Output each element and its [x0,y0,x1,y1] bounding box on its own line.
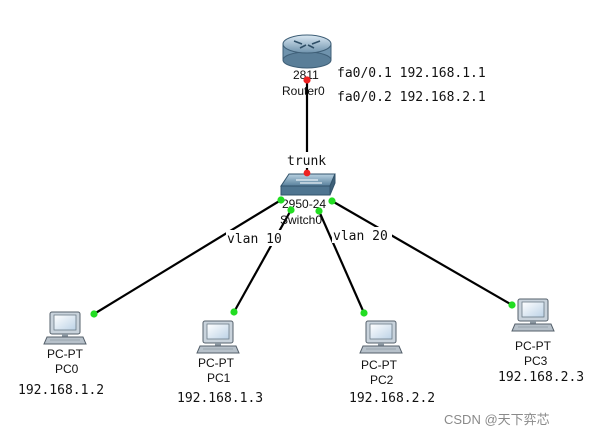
pc1-ip-label: 192.168.1.3 [177,391,263,406]
trunk-label: trunk [287,154,326,169]
router-subinterface-2-label: fa0/0.2 192.168.2.1 [337,90,486,105]
pc1-computer-icon[interactable] [196,320,240,354]
vlan-20-label: vlan 20 [333,229,388,244]
switch-port-pc3-status-dot [328,197,336,205]
router-name-label: Router0 [282,84,325,98]
pc3-computer-icon[interactable] [511,298,555,332]
pc1-port-status-dot [230,308,238,316]
pc2-name-label: PC2 [370,373,394,387]
switch-port-pc1-status-dot [287,206,295,214]
pc2-ip-label: 192.168.2.2 [349,391,435,406]
pc2-type-label: PC-PT [361,358,398,372]
pc2-port-status-dot [360,309,368,317]
router-subinterface-1-label: fa0/0.1 192.168.1.1 [337,66,486,81]
pc0-port-status-dot [90,310,98,318]
pc3-port-status-dot [508,301,516,309]
watermark-text: CSDN @天下弈芯 [444,412,550,427]
router-model-label: 2811 [293,68,319,82]
switch-pc2-cable[interactable] [317,210,366,314]
pc3-ip-label: 192.168.2.3 [498,370,584,385]
switch-pc1-cable[interactable] [233,209,292,313]
pc1-type-label: PC-PT [198,356,235,370]
switch-pc3-cable[interactable] [331,200,513,306]
pc0-type-label: PC-PT [47,347,84,361]
pc0-computer-icon[interactable] [43,311,87,345]
pc3-name-label: PC3 [524,354,548,368]
switch-pc0-cable[interactable] [93,199,282,315]
switch-port-pc0-status-dot [277,196,285,204]
switch-port-pc2-status-dot [315,207,323,215]
switch-trunk-port-status-dot [303,169,311,177]
switch-icon[interactable] [280,173,336,196]
vlan-10-label: vlan 10 [227,232,282,247]
pc0-ip-label: 192.168.1.2 [18,383,104,398]
router-port-status-dot [303,76,311,84]
switch-name-label: Switch0 [280,213,322,227]
router-icon[interactable] [282,34,332,69]
pc2-computer-icon[interactable] [359,320,403,354]
pc0-name-label: PC0 [55,362,79,376]
pc3-type-label: PC-PT [515,339,552,353]
pc1-name-label: PC1 [207,371,231,385]
